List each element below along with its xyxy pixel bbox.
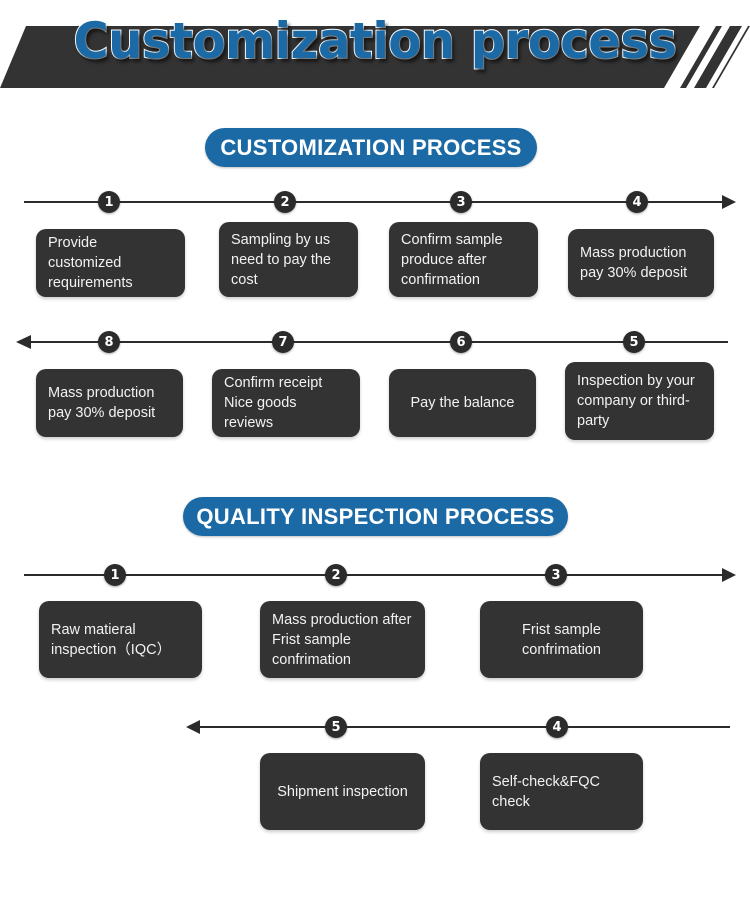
flow-row-quality-2: 5 4 Shipment inspection Self-check&FQC c…: [0, 715, 750, 840]
step-number-5: 5: [325, 716, 347, 738]
arrow-right-icon: [24, 195, 736, 209]
step-number-2: 2: [325, 564, 347, 586]
step-card-5[interactable]: Shipment inspection: [260, 753, 425, 830]
step-card-1[interactable]: Raw matieral inspection（IQC）: [39, 601, 202, 678]
step-number-1: 1: [98, 191, 120, 213]
flow-row-quality-1: 1 2 3 Raw matieral inspection（IQC） Mass …: [0, 563, 750, 688]
arrow-left-icon: [16, 335, 728, 349]
step-card-2[interactable]: Mass production after Frist sample confr…: [260, 601, 425, 678]
arrow-left-icon: [186, 720, 730, 734]
step-card-3[interactable]: Frist sample confrimation: [480, 601, 643, 678]
step-number-2: 2: [274, 191, 296, 213]
step-card-6[interactable]: Pay the balance: [389, 369, 536, 437]
flow-row-customization-2: 8 7 6 5 Mass production pay 30% deposit …: [0, 330, 750, 445]
step-number-8: 8: [98, 331, 120, 353]
step-card-4[interactable]: Mass production pay 30% deposit: [568, 229, 714, 297]
step-card-8[interactable]: Mass production pay 30% deposit: [36, 369, 183, 437]
banner-shape-icon: [0, 26, 750, 88]
step-number-3: 3: [450, 191, 472, 213]
step-number-4: 4: [546, 716, 568, 738]
step-card-1[interactable]: Provide customized requirements: [36, 229, 185, 297]
step-card-3[interactable]: Confirm sample produce after confirmatio…: [389, 222, 538, 297]
step-card-7[interactable]: Confirm receipt Nice goods reviews: [212, 369, 360, 437]
step-card-5[interactable]: Inspection by your company or third-part…: [565, 362, 714, 440]
step-number-1: 1: [104, 564, 126, 586]
section-title-customization[interactable]: CUSTOMIZATION PROCESS: [205, 128, 537, 167]
header-banner: Customization process: [0, 0, 750, 96]
step-number-4: 4: [626, 191, 648, 213]
section-title-quality[interactable]: QUALITY INSPECTION PROCESS: [183, 497, 568, 536]
step-number-6: 6: [450, 331, 472, 353]
step-number-7: 7: [272, 331, 294, 353]
flow-row-customization-1: 1 2 3 4 Provide customized requirements …: [0, 190, 750, 300]
step-card-4[interactable]: Self-check&FQC check: [480, 753, 643, 830]
arrow-right-icon: [24, 568, 736, 582]
step-number-3: 3: [545, 564, 567, 586]
step-number-5: 5: [623, 331, 645, 353]
step-card-2[interactable]: Sampling by us need to pay the cost: [219, 222, 358, 297]
